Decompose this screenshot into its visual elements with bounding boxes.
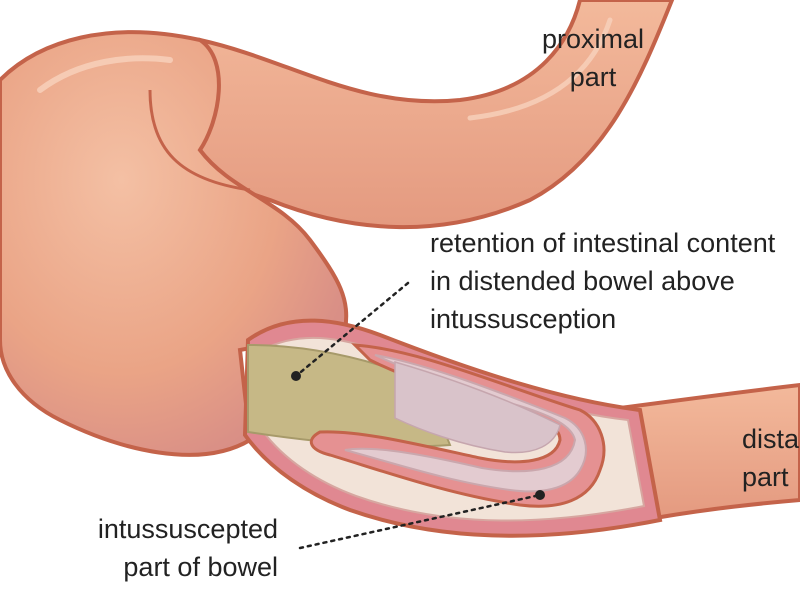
intussuscepted-segment-inner	[344, 354, 587, 493]
label-retention-of-content: retention of intestinal content in diste…	[430, 224, 775, 338]
label-line: part	[742, 462, 789, 492]
label-line: in distended bowel above	[430, 266, 735, 296]
label-line: retention of intestinal content	[430, 228, 776, 258]
label-proximal-part: proximal part	[530, 20, 656, 96]
label-line: intussusception	[430, 304, 617, 334]
label-intussuscepted-part: intussuscepted part of bowel	[40, 510, 278, 586]
label-line: part	[569, 62, 617, 92]
distended-bowel-highlight	[37, 55, 173, 93]
intussuscepted-lumen	[394, 361, 561, 454]
proximal-bowel-highlight	[467, 17, 613, 121]
label-distal-part: distal part	[742, 420, 800, 496]
distended-bowel-fold	[148, 89, 251, 192]
leader-line-intussuscepted	[298, 493, 542, 550]
label-line: distal	[742, 424, 800, 454]
leader-dot-retention	[291, 371, 301, 381]
label-line: proximal	[541, 24, 645, 54]
distended-bowel	[0, 30, 349, 457]
distal-bowel	[617, 382, 800, 521]
leader-dot-intussuscepted	[535, 490, 545, 500]
label-line: part of bowel	[123, 552, 278, 582]
leader-line-retention	[294, 281, 410, 378]
label-line: intussuscepted	[97, 514, 278, 544]
